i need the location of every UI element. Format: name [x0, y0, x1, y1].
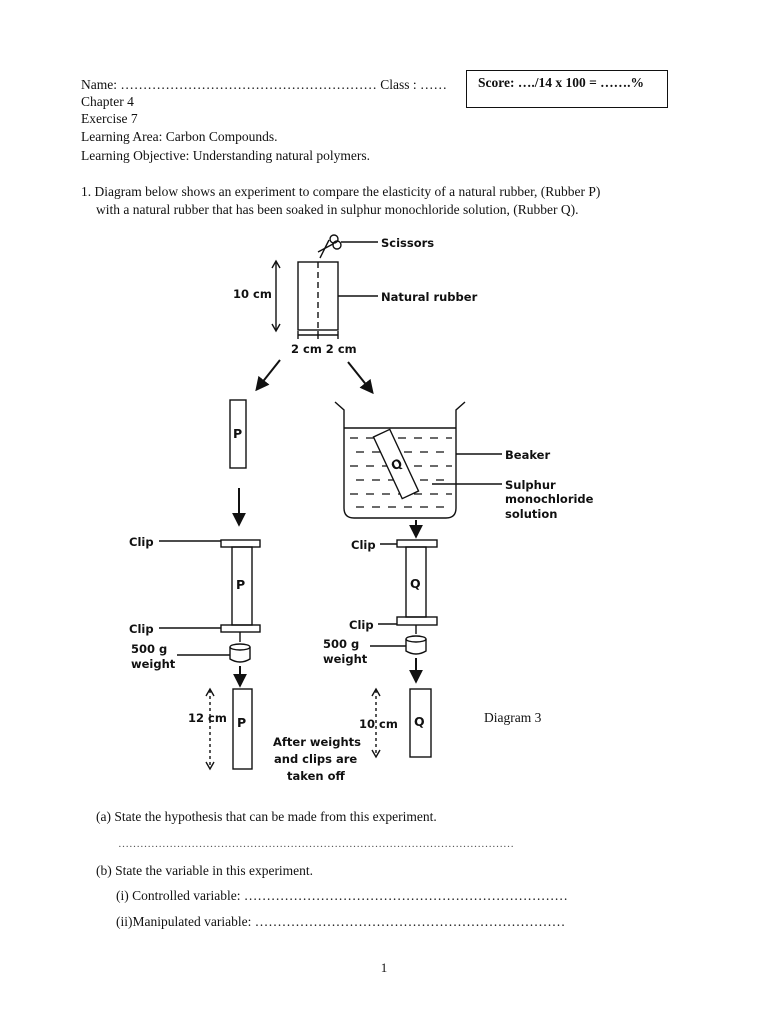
weight-q-label-1: 500 g [323, 637, 359, 651]
clip-q-top [396, 539, 438, 548]
clip-label-3: Clip [351, 538, 376, 552]
question-line-2: with a natural rubber that has been soak… [96, 202, 579, 217]
weight-p-label-1: 500 g [131, 642, 167, 656]
question-line-1: 1. Diagram below shows an experiment to … [81, 184, 601, 199]
clip-label-1: Clip [129, 535, 154, 549]
arrow-to-q [347, 361, 374, 395]
note-line-2: and clips are [274, 752, 357, 766]
rubber-p-label-3: P [237, 715, 246, 730]
chapter: Chapter 4 [81, 94, 134, 109]
clip-q-bottom [396, 616, 438, 626]
height-label: 10 cm [233, 287, 272, 301]
exercise: Exercise 7 [81, 111, 138, 126]
width-dimension [297, 331, 339, 339]
learning-objective: Learning Objective: Understanding natura… [81, 148, 371, 163]
scissors-icon [317, 234, 342, 259]
natural-rubber-label: Natural rubber [381, 290, 478, 304]
clip-p-top [220, 539, 261, 548]
part-b-prompt: (b) State the variable in this experimen… [96, 863, 314, 878]
rubber-q-label-2: Q [410, 576, 421, 591]
part-a-prompt: (a) State the hypothesis that can be mad… [96, 809, 437, 824]
rubber-p-result [232, 688, 253, 770]
arrow-to-p [255, 359, 281, 392]
rubber-p-strip [229, 399, 247, 469]
solution-label-2: monochloride [505, 492, 594, 506]
solution-label-1: Sulphur [505, 478, 556, 492]
scissors-label: Scissors [381, 236, 434, 250]
p-length-label: 12 cm [188, 711, 227, 725]
clip-p-bottom [220, 624, 261, 633]
name-class-line: Name: ………………………………………………… Class : …… [81, 77, 447, 92]
rubber-p-label-1: P [233, 426, 242, 441]
beaker [334, 401, 466, 519]
rubber-q-soaked [372, 428, 420, 500]
rubber-q-result [409, 688, 432, 758]
q-length-dimension [371, 687, 381, 759]
weight-q [405, 635, 427, 655]
weight-p-label-2: weight [131, 657, 176, 671]
p-length-dimension [205, 687, 215, 771]
part-b-ii[interactable]: (ii)Manipulated variable: ……………………………………… [116, 914, 566, 929]
rubber-q-label-3: Q [414, 714, 425, 729]
clip-label-2: Clip [129, 622, 154, 636]
learning-area: Learning Area: Carbon Compounds. [81, 129, 278, 144]
rubber-p-label-2: P [236, 577, 245, 592]
width-label: 2 cm 2 cm [291, 342, 357, 356]
part-a-answer-line[interactable]: ……………………………………………………………………………………………… [118, 838, 514, 850]
part-b-i[interactable]: (i) Controlled variable: ………………………………………… [116, 888, 568, 903]
diagram-caption: Diagram 3 [484, 710, 542, 725]
clip-label-4: Clip [349, 618, 374, 632]
weight-p [229, 643, 251, 663]
beaker-label: Beaker [505, 448, 550, 462]
page-number: 1 [380, 960, 388, 975]
solution-label-3: solution [505, 507, 557, 521]
score-box: Score: …./14 x 100 = …….% [466, 70, 668, 108]
note-line-3: taken off [287, 769, 345, 783]
weight-q-label-2: weight [323, 652, 368, 666]
height-dimension [271, 259, 281, 333]
q-length-label: 10 cm [359, 717, 398, 731]
note-line-1: After weights [273, 735, 361, 749]
